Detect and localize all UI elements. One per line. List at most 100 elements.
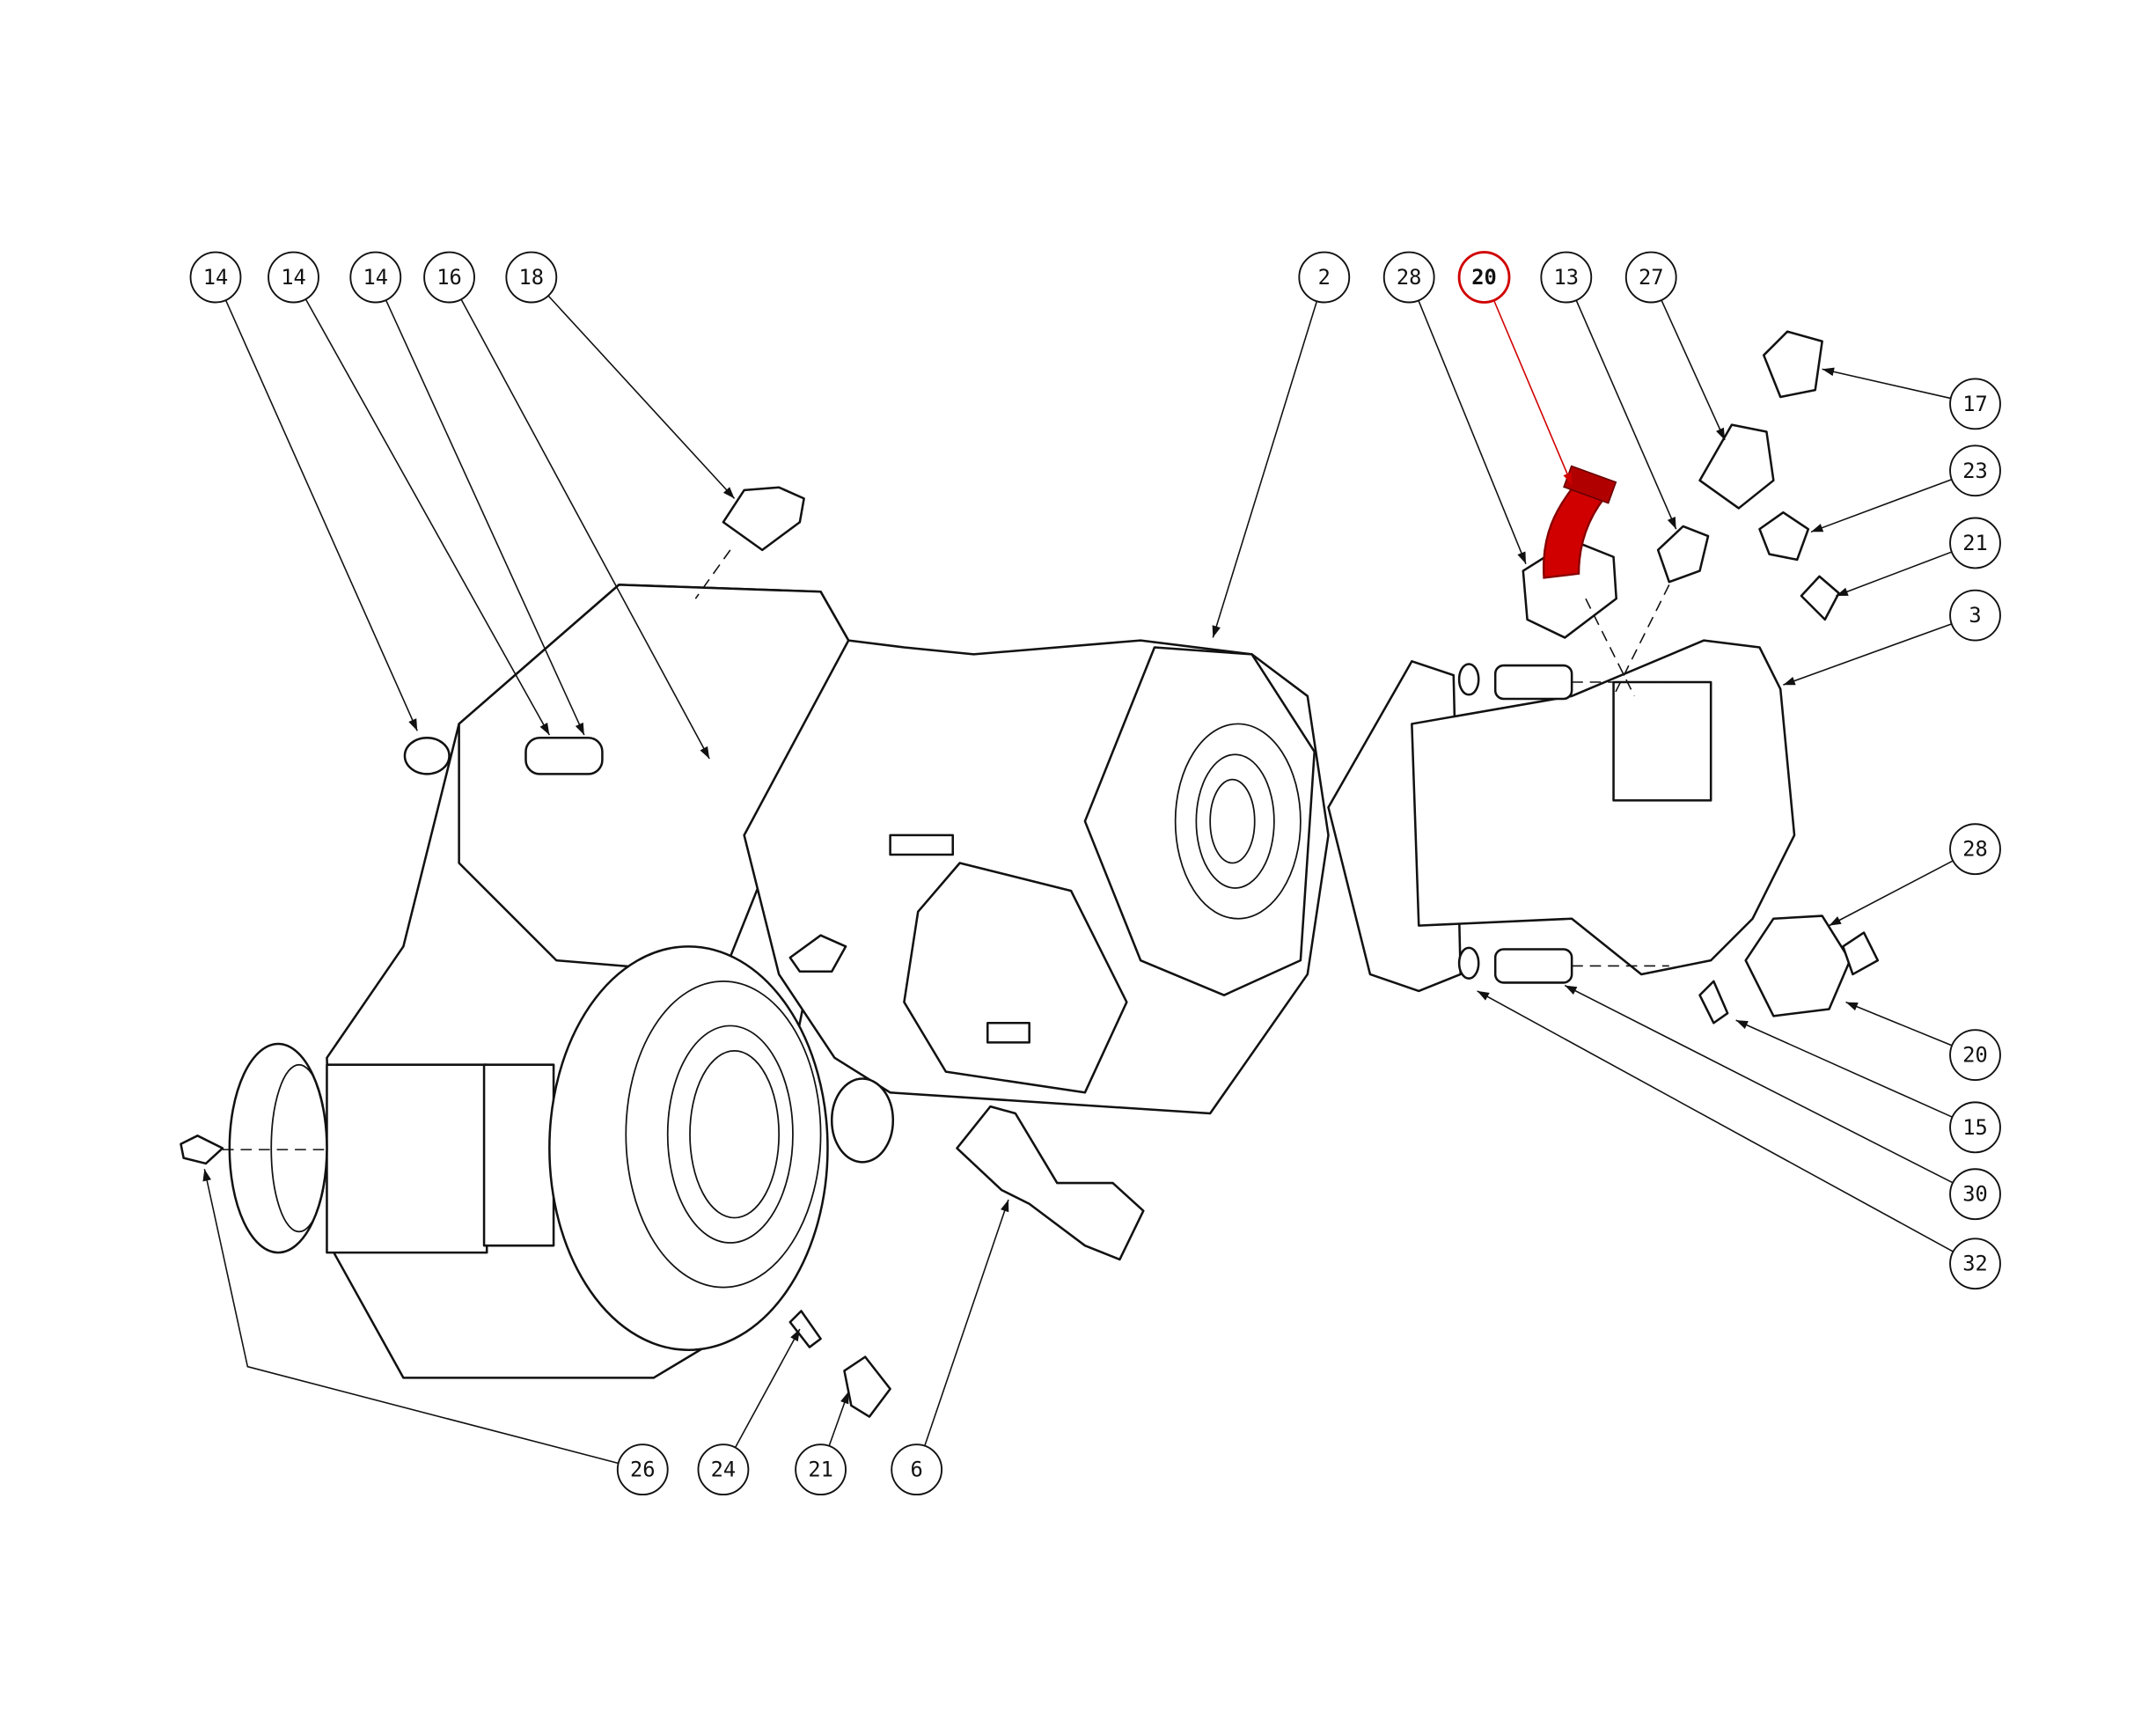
callout-17[interactable]: 17 <box>1949 378 2001 430</box>
callout-20[interactable]: 20 <box>1949 1029 2001 1082</box>
leader-lines <box>202 295 1954 1465</box>
arrowhead-icon <box>1716 427 1725 440</box>
callout-circle <box>1382 251 1435 304</box>
fitting-20-right <box>1842 931 1880 976</box>
callout-23[interactable]: 23 <box>1949 444 2001 497</box>
washer-32 <box>1457 946 1480 980</box>
leader-line <box>1829 860 1954 927</box>
callout-circle <box>1540 251 1593 304</box>
leader-line <box>734 1328 801 1449</box>
callout-label: 27 <box>1639 265 1664 290</box>
fitting-center <box>788 934 847 973</box>
callout-15[interactable]: 15 <box>1949 1101 2001 1154</box>
arrowhead-icon <box>1845 1002 1859 1011</box>
callout-circle <box>1949 589 2001 642</box>
callout-circle <box>268 251 319 304</box>
arrowhead-icon <box>1565 985 1578 995</box>
bolt <box>889 834 955 856</box>
bolt <box>986 1022 1030 1044</box>
bolt-30 <box>1493 664 1573 701</box>
callout-label: 21 <box>808 1458 833 1482</box>
arrowhead-icon <box>1735 1020 1749 1030</box>
arrowhead-icon <box>722 487 735 499</box>
callout-2[interactable]: 2 <box>1298 251 1351 304</box>
callout-28[interactable]: 28 <box>1382 251 1435 304</box>
leader-line <box>304 298 551 736</box>
pump-cover <box>903 862 1128 1094</box>
output-flange <box>548 945 829 1351</box>
leader-line <box>1564 984 1954 1184</box>
callout-label: 28 <box>1397 265 1422 290</box>
leader-line <box>203 1169 619 1465</box>
pin <box>524 736 604 775</box>
arrowhead-icon <box>1811 524 1824 532</box>
pump-flange-plate <box>1083 646 1316 996</box>
callout-20-highlighted[interactable]: 20 <box>1457 251 1511 304</box>
callout-14[interactable]: 14 <box>189 251 242 304</box>
callout-label: 20 <box>1962 1043 1988 1068</box>
callout-label: 20 <box>1471 265 1497 290</box>
arrowhead-icon <box>539 723 550 736</box>
callout-circle <box>1949 378 2001 430</box>
callout-3[interactable]: 3 <box>1949 589 2001 642</box>
fitting-21 <box>1800 575 1840 621</box>
arrowhead-icon <box>700 745 710 759</box>
fitting-23 <box>1758 510 1810 562</box>
callout-21[interactable]: 21 <box>795 1443 847 1496</box>
callout-16[interactable]: 16 <box>423 251 475 304</box>
callout-circle <box>1298 251 1351 304</box>
callout-26[interactable]: 26 <box>616 1443 669 1496</box>
leader-line <box>1810 478 1953 533</box>
callout-6[interactable]: 6 <box>891 1443 943 1496</box>
arrowhead-icon <box>1667 516 1676 530</box>
leader-line <box>1783 623 1953 686</box>
leader-line <box>1418 300 1527 564</box>
callout-24[interactable]: 24 <box>697 1443 750 1496</box>
callout-circle <box>1457 251 1511 304</box>
callout-circle <box>616 1443 669 1496</box>
callout-14[interactable]: 14 <box>268 251 319 304</box>
arrowhead-icon <box>1822 367 1835 377</box>
callout-bubbles: 14 14 14 16 18 2 28 20 13 27 17 23 21 3 28 20 15 30 32 26 24… <box>189 251 2001 1496</box>
leader-line <box>1822 368 1951 400</box>
callout-label: 14 <box>281 265 306 290</box>
leader-line <box>1661 299 1726 441</box>
fitting-15 <box>1698 980 1729 1025</box>
callout-28[interactable]: 28 <box>1949 823 2001 876</box>
callout-30[interactable]: 30 <box>1949 1168 2001 1221</box>
callout-circle <box>795 1443 847 1496</box>
leader-line <box>924 1199 1009 1446</box>
elbow-17 <box>1762 330 1823 399</box>
arrowhead-icon <box>1563 472 1573 485</box>
callout-18[interactable]: 18 <box>505 251 558 304</box>
assembly-drawing <box>180 330 1880 1418</box>
callout-label: 23 <box>1962 459 1988 483</box>
pin <box>403 736 451 775</box>
callout-label: 21 <box>1962 531 1988 555</box>
fitting-24 <box>788 1310 822 1348</box>
callout-label: 24 <box>711 1458 737 1482</box>
callout-27[interactable]: 27 <box>1624 251 1677 304</box>
housing-block <box>482 1063 555 1247</box>
callout-21[interactable]: 21 <box>1949 517 2001 569</box>
leader-line <box>460 298 710 760</box>
callout-circle <box>189 251 242 304</box>
callout-13[interactable]: 13 <box>1540 251 1593 304</box>
callout-32[interactable]: 32 <box>1949 1238 2001 1290</box>
motor-port-block <box>1612 680 1712 802</box>
fitting-6 <box>956 1105 1145 1261</box>
lifting-eye <box>830 1077 895 1164</box>
callout-14[interactable]: 14 <box>349 251 402 304</box>
arrowhead-icon <box>1517 551 1526 564</box>
fitting-21-bottom <box>843 1355 891 1418</box>
callout-label: 28 <box>1962 837 1988 862</box>
arrowhead-icon <box>790 1329 800 1342</box>
leader-line <box>1575 299 1677 530</box>
washer-32 <box>1457 663 1480 696</box>
leader-line <box>385 299 585 736</box>
arrowhead-icon <box>575 722 584 736</box>
callout-circle <box>349 251 402 304</box>
leader-line <box>1836 551 1953 597</box>
callout-circle <box>1949 1029 2001 1082</box>
